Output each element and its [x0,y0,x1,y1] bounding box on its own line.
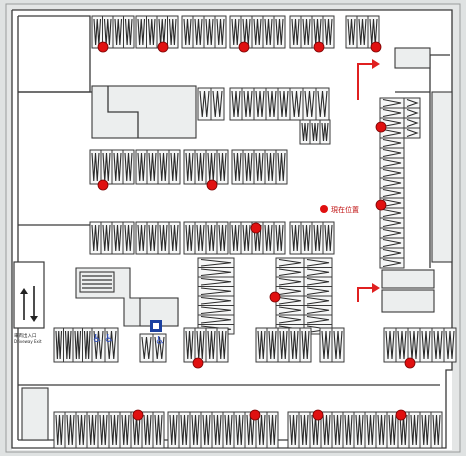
location-marker-5[interactable] [370,41,382,53]
stall-row-third-c [183,221,229,255]
direction-arrows [357,59,380,302]
stall-row-upper-a [197,87,225,121]
stall-col-center-a [197,257,235,335]
location-marker-15[interactable] [249,409,261,421]
wheelchair-icon: ♿ [104,332,114,345]
stall-row-top-3 [181,15,227,49]
stall-row-top-2 [135,15,179,49]
stall-row-top-5 [289,15,335,49]
stall-row-bottom-c [287,411,399,449]
current-location-label: 現在位置 [331,205,359,214]
stall-row-upper-c [289,87,330,121]
location-marker-3[interactable] [238,41,250,53]
stall-col-right-b [403,97,421,139]
stall-row-lower-e [319,327,345,363]
location-marker-9[interactable] [375,199,387,211]
stall-row-lower-accessible [91,327,119,363]
stall-row-second-b [135,149,181,185]
accessible-parking-icons: ♿♿♿ [92,332,165,347]
location-marker-1[interactable] [97,41,109,53]
stairs-label-line2: Driveway Exit [14,339,42,344]
stall-row-top-4 [229,15,286,49]
location-marker-14[interactable] [132,409,144,421]
stall-row-third-b [135,221,181,255]
stall-row-second-d [231,149,288,185]
location-marker-10[interactable] [250,222,262,234]
location-markers [97,41,416,421]
stall-row-top-1 [91,15,135,49]
info-sign [150,320,162,332]
stall-row-lower-b [139,333,167,363]
stall-row-lower-c [183,327,229,363]
stall-row-bottom-d [397,411,443,449]
stall-col-center-c [303,257,333,335]
stall-row-third-e [289,221,335,255]
stall-row-second-a [89,149,135,185]
stall-row-third-a [89,221,135,255]
current-location-badge: 現在位置 [320,205,359,214]
wheelchair-icon: ♿ [155,334,165,347]
stall-row-lower-d [255,327,312,363]
location-marker-8[interactable] [206,179,218,191]
stall-row-upper-b [229,87,291,121]
stall-row-bottom-a [53,411,165,449]
location-marker-17[interactable] [395,409,407,421]
stall-row-second-c [183,149,229,185]
stall-row-lower-f [383,327,457,363]
location-marker-11[interactable] [269,291,281,303]
location-marker-7[interactable] [97,179,109,191]
stall-row-upper-d [299,119,331,145]
location-marker-2[interactable] [157,41,169,53]
location-marker-4[interactable] [313,41,325,53]
wheelchair-icon: ♿ [92,332,102,345]
inner-rooms [21,47,453,441]
stall-row-lower-a [53,327,93,363]
location-marker-16[interactable] [312,409,324,421]
stairs-label-line1: 車両出入口 [14,332,37,339]
exit-stairs [13,261,45,329]
stall-col-right-a [379,97,405,269]
location-marker-12[interactable] [192,357,204,369]
location-marker-6[interactable] [375,121,387,133]
stall-row-bottom-b [167,411,279,449]
parking-stalls: ♿♿♿ [53,15,457,449]
location-marker-13[interactable] [404,357,416,369]
